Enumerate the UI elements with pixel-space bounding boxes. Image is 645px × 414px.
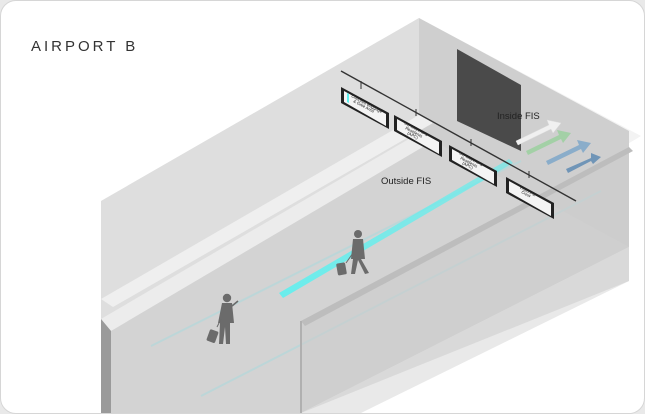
left-tile-band-lower — [101, 133, 433, 331]
sign-4-line2: Crew — [521, 189, 533, 198]
left-tile-band — [101, 115, 433, 307]
partition-wall-top — [301, 147, 633, 326]
traveler-near — [206, 293, 239, 344]
sign-1: Checked Baggage & Gate Area — [341, 81, 389, 129]
traveler-far — [336, 230, 369, 276]
arrow-blue-dark — [566, 153, 601, 173]
left-wall — [101, 18, 419, 319]
sign-3-line3: (APC) — [462, 160, 475, 170]
inside-fis-label: Inside FIS — [497, 111, 540, 122]
direction-arrows — [515, 119, 601, 173]
sign-2-line3: (APC) — [407, 130, 420, 140]
sign-rail — [340, 70, 577, 202]
left-wall-front-edge — [101, 319, 111, 413]
arrow-green — [526, 130, 571, 155]
diagram-title: AIRPORT B — [31, 38, 139, 55]
sign-3: US Citizens & Residents (APC) — [449, 139, 497, 187]
outside-fis-label: Outside FIS — [381, 176, 431, 187]
arrow-blue — [546, 140, 591, 165]
dark-doorway — [457, 49, 521, 151]
arrow-white — [515, 119, 562, 146]
cyan-guide-path — [279, 159, 513, 298]
